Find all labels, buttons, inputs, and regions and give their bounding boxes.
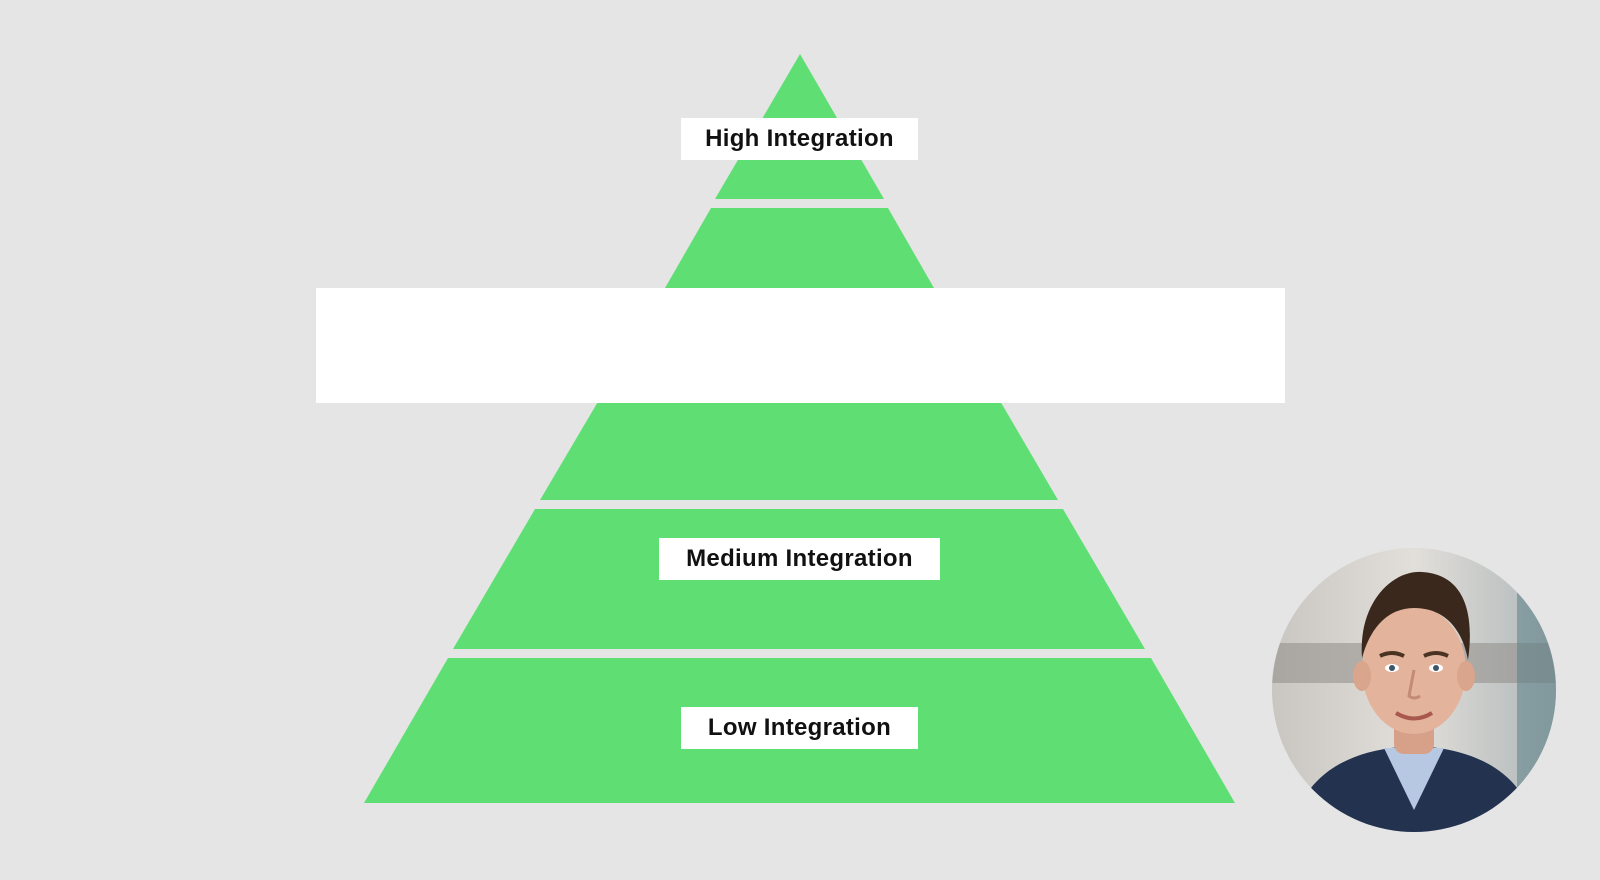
presenter-avatar-photo-icon	[1272, 548, 1556, 832]
pyramid-tier-2	[665, 208, 934, 288]
tier-label-medium: Medium Integration	[659, 538, 940, 580]
tier-label-low: Low Integration	[681, 707, 918, 749]
blank-overlay-bar	[316, 288, 1285, 403]
tier-label-high: High Integration	[681, 118, 918, 160]
presenter-avatar	[1272, 548, 1556, 832]
